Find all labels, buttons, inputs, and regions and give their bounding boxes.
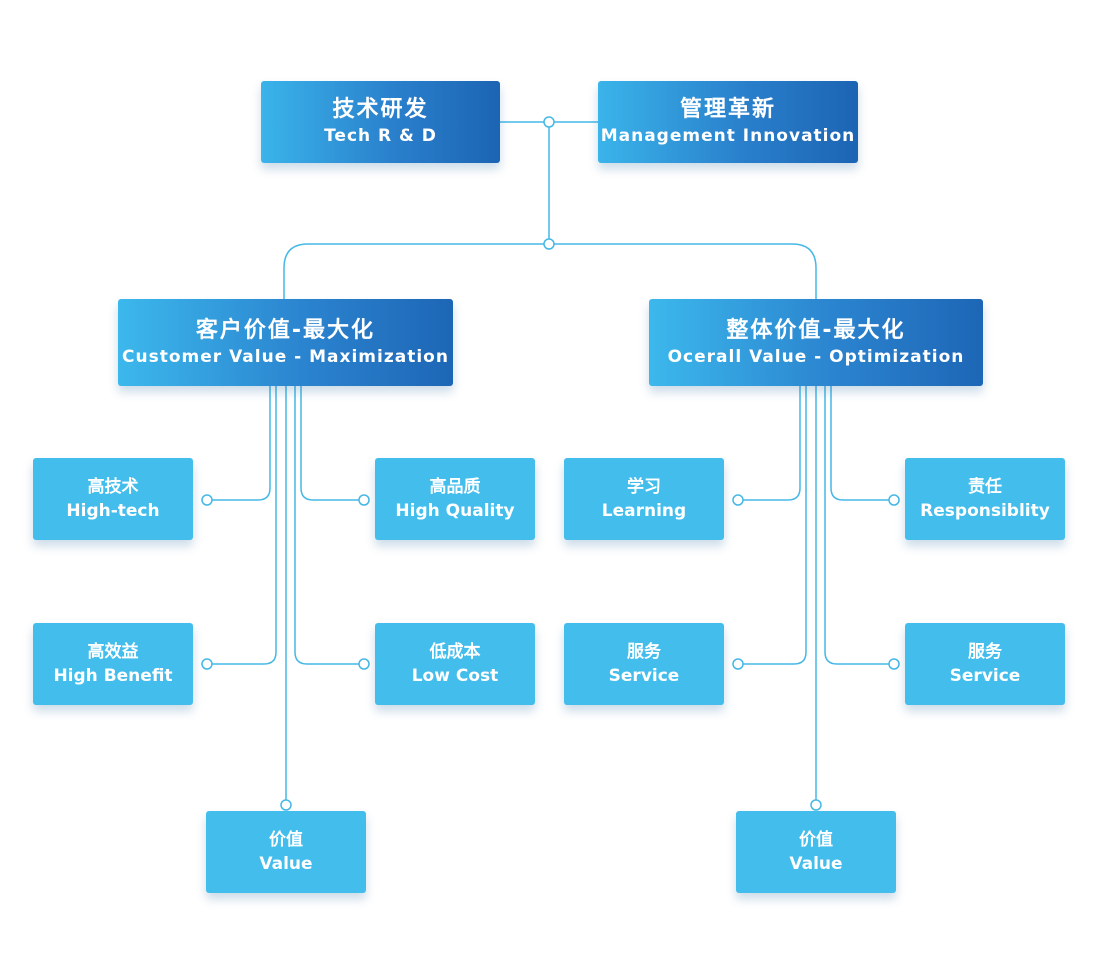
management-title-en: Management Innovation [600,126,856,146]
value-left-node: 价值 Value [206,811,366,893]
leaf-title-en: Value [789,854,843,874]
leaf-title-en: Service [949,666,1021,686]
leaf-title-en: High-tech [66,501,160,521]
leaf-title-zh: 责任 [968,477,1002,497]
leaf-title-en: Low Cost [411,666,499,686]
junction-dot [280,799,292,811]
customer-value-title-zh: 客户价值-最大化 [195,317,376,343]
leaf-title-en: High Quality [395,501,515,521]
junction-dot [888,658,900,670]
junction-dot [543,116,555,128]
high-tech-node: 高技术 High-tech [33,458,193,540]
overall-value-node: 整体价值-最大化 Ocerall Value - Optimization [649,299,983,386]
leaf-title-zh: 高品质 [429,477,481,497]
connector-split [283,243,817,300]
customer-value-node: 客户价值-最大化 Customer Value - Maximization [118,299,453,386]
tech-rd-title-en: Tech R & D [324,126,437,146]
leaf-title-zh: 高技术 [87,477,139,497]
value-right-node: 价值 Value [736,811,896,893]
junction-dot [358,658,370,670]
customer-value-title-en: Customer Value - Maximization [122,346,449,367]
service-right-node: 服务 Service [905,623,1065,705]
tech-rd-title-zh: 技术研发 [332,97,429,122]
leaf-title-en: Responsiblity [920,501,1050,521]
leaf-title-en: Learning [601,501,687,521]
overall-value-title-zh: 整体价值-最大化 [726,317,906,343]
high-quality-node: 高品质 High Quality [375,458,535,540]
leaf-title-en: Service [608,666,680,686]
connector-low-cost [294,386,364,665]
junction-dot [810,799,822,811]
connector-service-right [824,386,894,665]
leaf-title-zh: 低成本 [429,642,481,662]
overall-value-title-en: Ocerall Value - Optimization [667,346,965,367]
junction-dot [201,494,213,506]
junction-dot [888,494,900,506]
connector-high-quality [300,386,364,501]
junction-dot [543,238,555,250]
junction-dot [201,658,213,670]
leaf-title-zh: 服务 [627,642,661,662]
tech-rd-node: 技术研发 Tech R & D [261,81,500,163]
leaf-title-zh: 高效益 [87,642,139,662]
connector-high-benefit [207,386,277,665]
leaf-title-zh: 价值 [799,830,833,850]
leaf-title-zh: 服务 [968,642,1002,662]
management-innovation-node: 管理革新 Management Innovation [598,81,858,163]
junction-dot [732,494,744,506]
high-benefit-node: 高效益 High Benefit [33,623,193,705]
junction-dot [732,658,744,670]
leaf-title-zh: 学习 [627,477,661,497]
junction-dot [358,494,370,506]
responsibility-node: 责任 Responsiblity [905,458,1065,540]
leaf-title-en: High Benefit [53,666,173,686]
connector-learning [738,386,801,501]
low-cost-node: 低成本 Low Cost [375,623,535,705]
service-left-node: 服务 Service [564,623,724,705]
connector-high-tech [207,386,271,501]
management-title-zh: 管理革新 [679,97,776,122]
leaf-title-en: Value [259,854,313,874]
connector-responsibility [830,386,894,501]
connector-service-left [738,386,807,665]
leaf-title-zh: 价值 [269,830,303,850]
learning-node: 学习 Learning [564,458,724,540]
